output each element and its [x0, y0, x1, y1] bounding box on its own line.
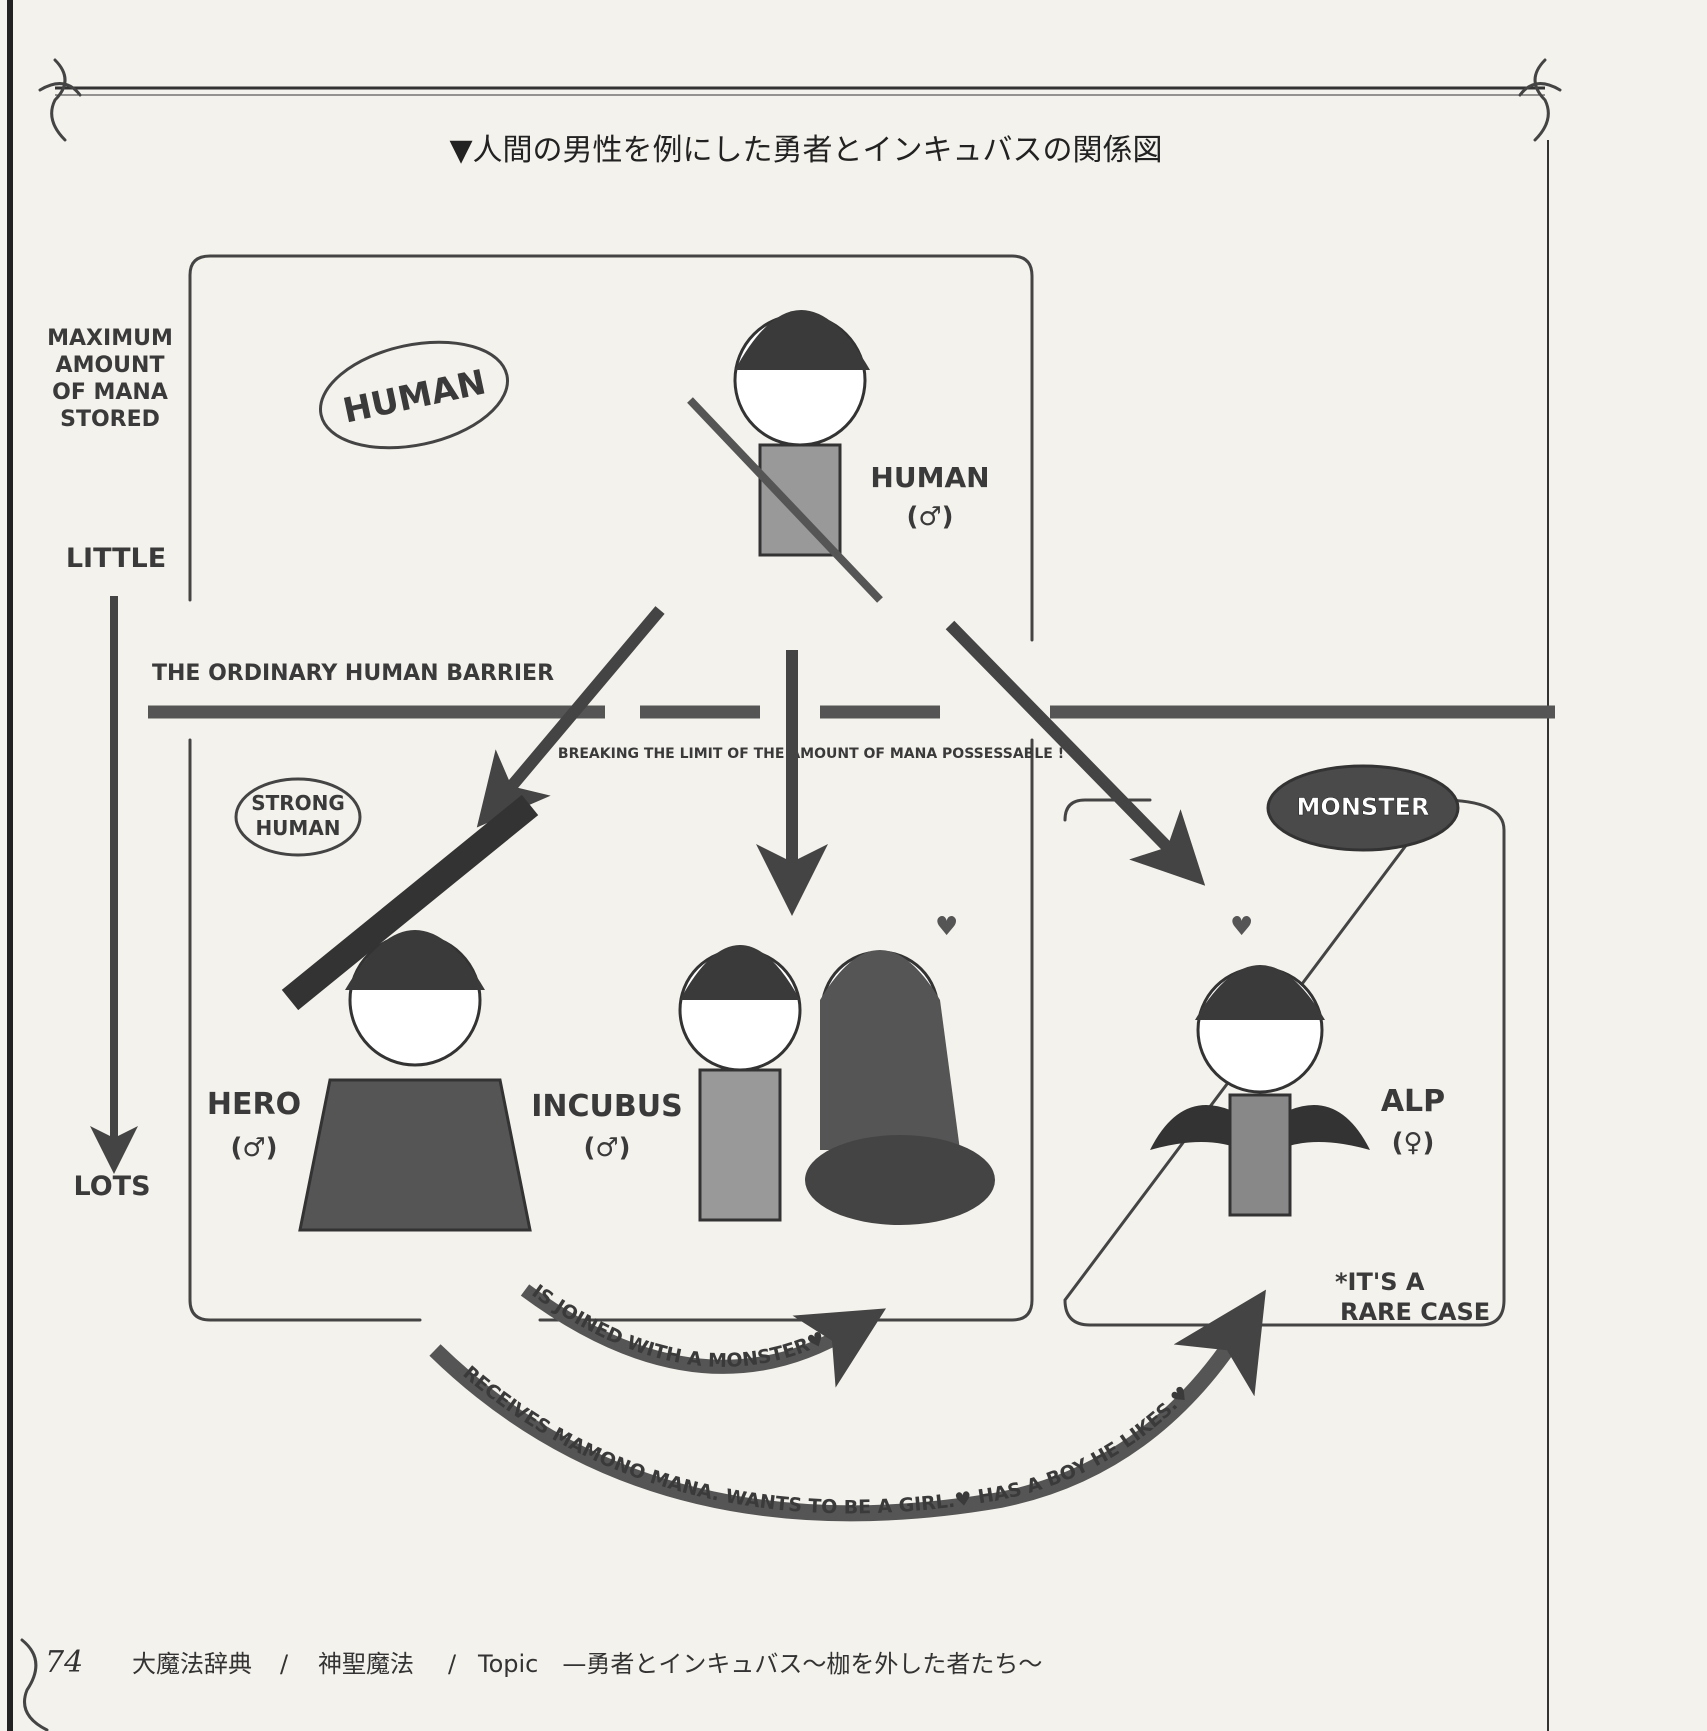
axis-heading-line: STORED [60, 407, 160, 432]
human-group-label: HUMAN [340, 362, 490, 431]
strong-human-label: STRONG [251, 791, 345, 815]
page-footer: 74 大魔法辞典 / 神聖魔法 / Topic —勇者とインキュバス〜枷を外した… [45, 1645, 1042, 1680]
incubus-name: INCUBUS [531, 1089, 682, 1124]
footer-separator: / [448, 1650, 457, 1678]
mana-axis-heading: MAXIMUM AMOUNT OF MANA STORED [47, 326, 173, 432]
human-sex: (♂) [906, 502, 953, 532]
footer-section: 神聖魔法 [318, 1650, 414, 1678]
strong-human-label: HUMAN [255, 816, 340, 840]
page-frame [7, 0, 1562, 1731]
corner-ornament-bottom [20, 1638, 49, 1731]
rare-case-note: *IT'S A [1335, 1268, 1425, 1296]
corner-ornament-left [38, 58, 82, 142]
receives-path-label: RECEIVES MAMONO MANA. WANTS TO BE A GIRL… [459, 1362, 1195, 1519]
diagram-title: ▼人間の男性を例にした勇者とインキュバスの関係図 [449, 133, 1162, 168]
strong-human-oval [234, 777, 362, 857]
heart-icon: ♥ [935, 912, 958, 942]
hero-name: HERO [207, 1087, 301, 1122]
axis-heading-line: OF MANA [52, 380, 168, 405]
axis-heading-line: MAXIMUM [47, 326, 173, 351]
footer-topic: Topic —勇者とインキュバス〜枷を外した者たち〜 [477, 1650, 1042, 1678]
alp-name: ALP [1381, 1084, 1445, 1119]
incubus-sex: (♂) [583, 1133, 630, 1163]
human-character-figure [687, 310, 883, 603]
arrow-to-alp [945, 620, 1206, 886]
page-number: 74 [45, 1645, 83, 1680]
incubus-character-figure: ♥ [678, 912, 995, 1225]
strong-box [188, 738, 1034, 1322]
hero-sex: (♂) [230, 1133, 277, 1163]
axis-low-label: LITTLE [66, 543, 166, 574]
monster-group-oval [1266, 764, 1460, 852]
human-group-oval [318, 340, 510, 450]
rare-case-note: RARE CASE [1340, 1298, 1490, 1326]
arrow-to-hero [476, 606, 665, 828]
alp-sex: (♀) [1392, 1128, 1435, 1158]
joined-path-label: IS JOINED WITH A MONSTER♥ [528, 1280, 829, 1372]
footer-book: 大魔法辞典 [132, 1650, 252, 1678]
hero-character-figure [281, 794, 539, 1232]
monster-group-label: MONSTER [1297, 793, 1430, 821]
corner-ornament-right [1518, 58, 1562, 142]
barrier-label: THE ORDINARY HUMAN BARRIER [152, 661, 554, 686]
footer-separator: / [280, 1650, 289, 1678]
breaking-limit-label: BREAKING THE LIMIT OF THE AMOUNT OF MANA… [558, 746, 1064, 762]
human-box [188, 254, 1034, 642]
axis-heading-line: AMOUNT [56, 353, 165, 378]
human-name: HUMAN [870, 461, 989, 494]
axis-high-label: LOTS [73, 1171, 150, 1202]
monster-box [1063, 798, 1506, 1327]
alp-character-figure: ♥ [1150, 912, 1370, 1217]
heart-icon: ♥ [1230, 912, 1253, 942]
